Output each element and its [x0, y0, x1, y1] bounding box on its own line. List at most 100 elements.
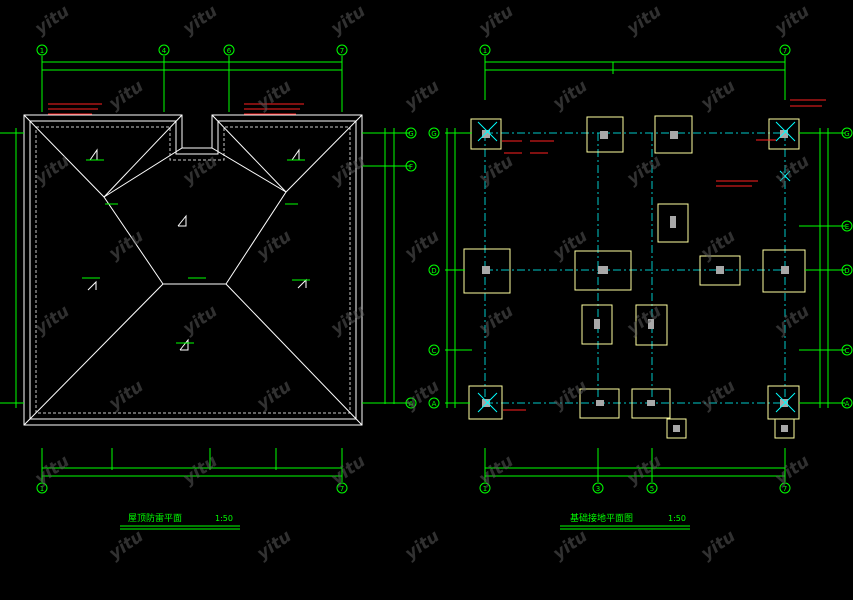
footing [463, 248, 511, 294]
svg-text:3: 3 [596, 485, 600, 493]
column [780, 130, 788, 138]
column [780, 399, 788, 407]
right-plan-title-block: 基础接地平面图 1:50 [560, 512, 690, 530]
column [482, 130, 490, 138]
axis-bubble: 7 [779, 44, 791, 56]
footing [666, 418, 687, 439]
left-plan-scale: 1:50 [215, 514, 233, 523]
top-dimension-chain [484, 56, 786, 100]
bottom-dimension-chain [484, 448, 786, 482]
top-dimension-chain [41, 56, 343, 112]
top-axis-bubbles: 1 7 [479, 44, 791, 56]
columns [482, 130, 789, 432]
footing [657, 203, 689, 243]
slope-labels [82, 159, 310, 344]
svg-text:C: C [432, 347, 437, 355]
svg-text:4: 4 [162, 47, 167, 55]
axis-bubble: D [841, 264, 853, 276]
footing [581, 304, 613, 345]
svg-text:G: G [431, 130, 436, 138]
axis-bubble: 6 [223, 44, 235, 56]
footing [699, 255, 741, 286]
footing [470, 118, 502, 150]
footing [654, 115, 693, 154]
left-plan-title-block: 屋顶防雷平面 1:50 [120, 512, 240, 530]
axis-bubble: C [841, 344, 853, 356]
right-dimension-chain [799, 128, 845, 408]
axis-bubble: C [428, 344, 440, 356]
column [598, 266, 608, 274]
svg-text:1: 1 [40, 47, 44, 55]
right-plan-title: 基础接地平面图 [570, 512, 633, 524]
axis-bubble: 1 [36, 44, 48, 56]
svg-text:A: A [845, 400, 850, 408]
svg-text:G: G [844, 130, 849, 138]
column [482, 399, 490, 407]
axis-bubble: 1 [479, 482, 491, 494]
axis-bubble: 7 [779, 482, 791, 494]
svg-text:7: 7 [783, 47, 787, 55]
axis-bubble: E [841, 220, 853, 232]
svg-text:G: G [408, 130, 413, 138]
ground-electrodes [477, 121, 796, 413]
foundation-grounding-plan: 1 7 [428, 44, 853, 530]
axis-bubble: 4 [158, 44, 170, 56]
column [673, 425, 680, 432]
svg-text:7: 7 [340, 47, 344, 55]
right-plan-scale: 1:50 [668, 514, 686, 523]
grounding-notes [502, 99, 826, 411]
left-edge-ticks [0, 128, 24, 408]
column [781, 425, 788, 432]
svg-text:D: D [844, 267, 849, 275]
column [600, 131, 608, 139]
roof-lightning-protection-plan: 1 4 6 7 [0, 44, 417, 530]
axis-bubble: G [405, 127, 417, 139]
axis-bubble: G [841, 127, 853, 139]
column [482, 266, 490, 274]
column [781, 266, 789, 274]
footing [635, 304, 668, 346]
footing [762, 249, 806, 293]
svg-text:E: E [845, 223, 849, 231]
left-dimension-chain [445, 128, 472, 408]
svg-text:D: D [431, 267, 436, 275]
bottom-axis-bubbles: 1 3 5 7 [479, 482, 791, 494]
axis-bubble: 3 [592, 482, 604, 494]
svg-text:C: C [845, 347, 850, 355]
axis-bubble: 1 [479, 44, 491, 56]
axis-bubble: D [428, 264, 440, 276]
column [670, 216, 676, 228]
column [594, 319, 600, 329]
footing [774, 418, 795, 439]
left-axis-bubbles: G D C A [428, 127, 440, 409]
axis-bubble: A [405, 397, 417, 409]
column [596, 400, 604, 406]
right-axis-bubbles: G E D C A [841, 127, 853, 409]
axis-bubble: 5 [646, 482, 658, 494]
svg-text:A: A [409, 400, 414, 408]
footing [586, 116, 624, 153]
axis-bubble: 7 [336, 44, 348, 56]
svg-text:1: 1 [483, 47, 487, 55]
left-plan-title: 屋顶防雷平面 [128, 512, 182, 524]
svg-text:F: F [409, 163, 413, 171]
svg-text:A: A [432, 400, 437, 408]
svg-text:7: 7 [340, 485, 344, 493]
axis-bubble: G [428, 127, 440, 139]
axis-bubble: 7 [336, 482, 348, 494]
svg-text:1: 1 [483, 485, 487, 493]
axis-bubble: A [841, 397, 853, 409]
top-axis-bubbles: 1 4 6 7 [36, 44, 348, 56]
bottom-dimension-chain [41, 448, 343, 482]
roof-ridge-lines [23, 114, 363, 426]
column [670, 131, 678, 139]
right-axis-bubbles: G F A [405, 127, 417, 409]
footing [574, 250, 632, 291]
svg-text:7: 7 [783, 485, 787, 493]
bottom-axis-bubbles: 1 7 [36, 482, 348, 494]
column [716, 266, 724, 274]
lightning-rod-notes [48, 103, 304, 115]
footing [579, 388, 620, 419]
column [648, 319, 654, 329]
